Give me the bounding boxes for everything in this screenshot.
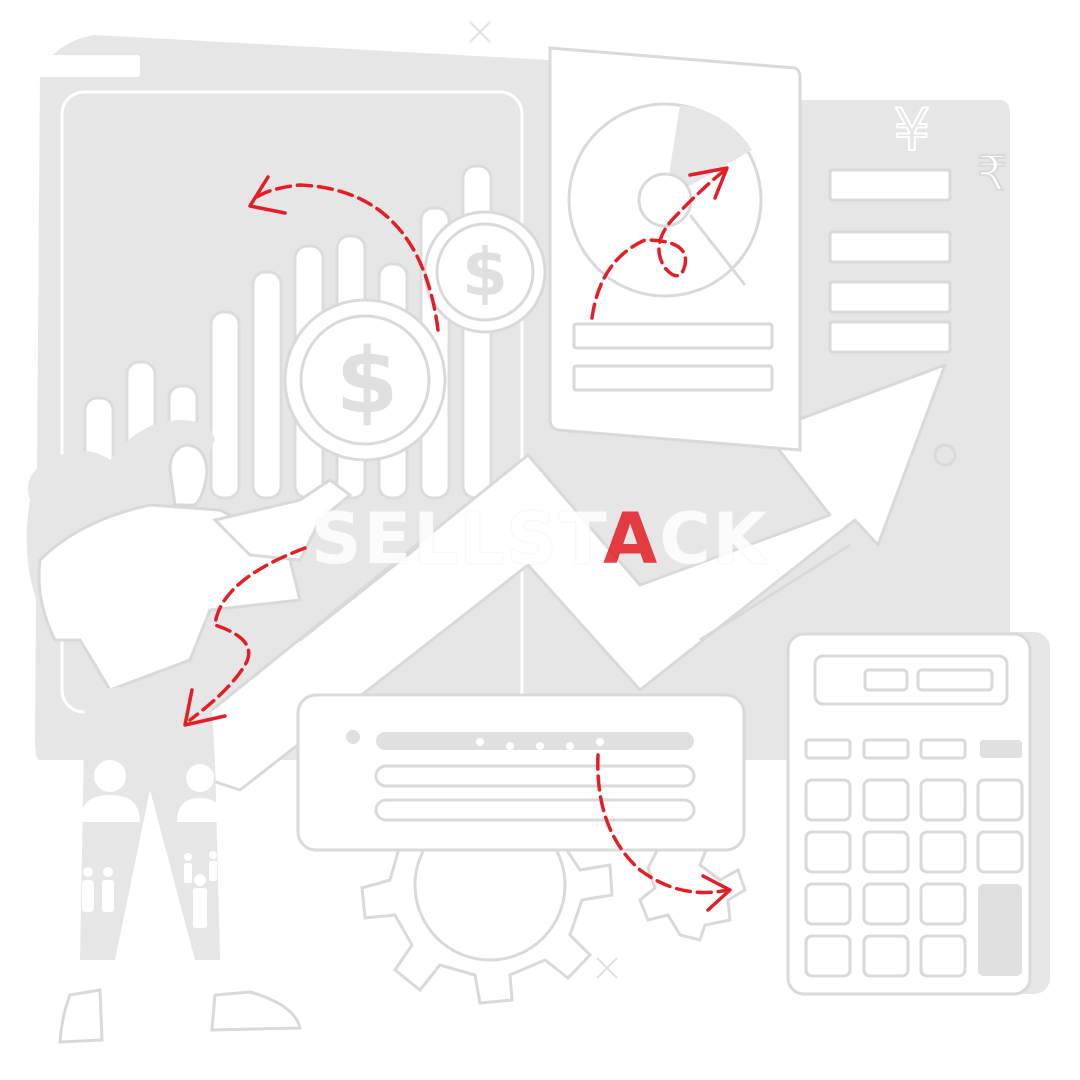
coin-icon: $ [283, 298, 447, 462]
sparkle-icon [469, 21, 618, 979]
pie-chart-document [548, 46, 802, 452]
arrowhead-icon [183, 166, 732, 912]
rupee-symbol-icon: ₹ [977, 146, 1008, 202]
currency-panel [828, 168, 957, 467]
person-figure-icon [26, 420, 353, 1044]
yen-symbol-icon: ¥ [894, 96, 931, 164]
search-card [296, 693, 746, 852]
coin-icon: $ [423, 210, 547, 334]
calculator-icon [786, 632, 1050, 996]
svg-text:$: $ [462, 234, 508, 311]
growth-arrow-icon [148, 363, 947, 792]
dashed-arrow-icon [188, 168, 730, 895]
people-icon [80, 760, 223, 928]
svg-text:$: $ [336, 329, 399, 434]
